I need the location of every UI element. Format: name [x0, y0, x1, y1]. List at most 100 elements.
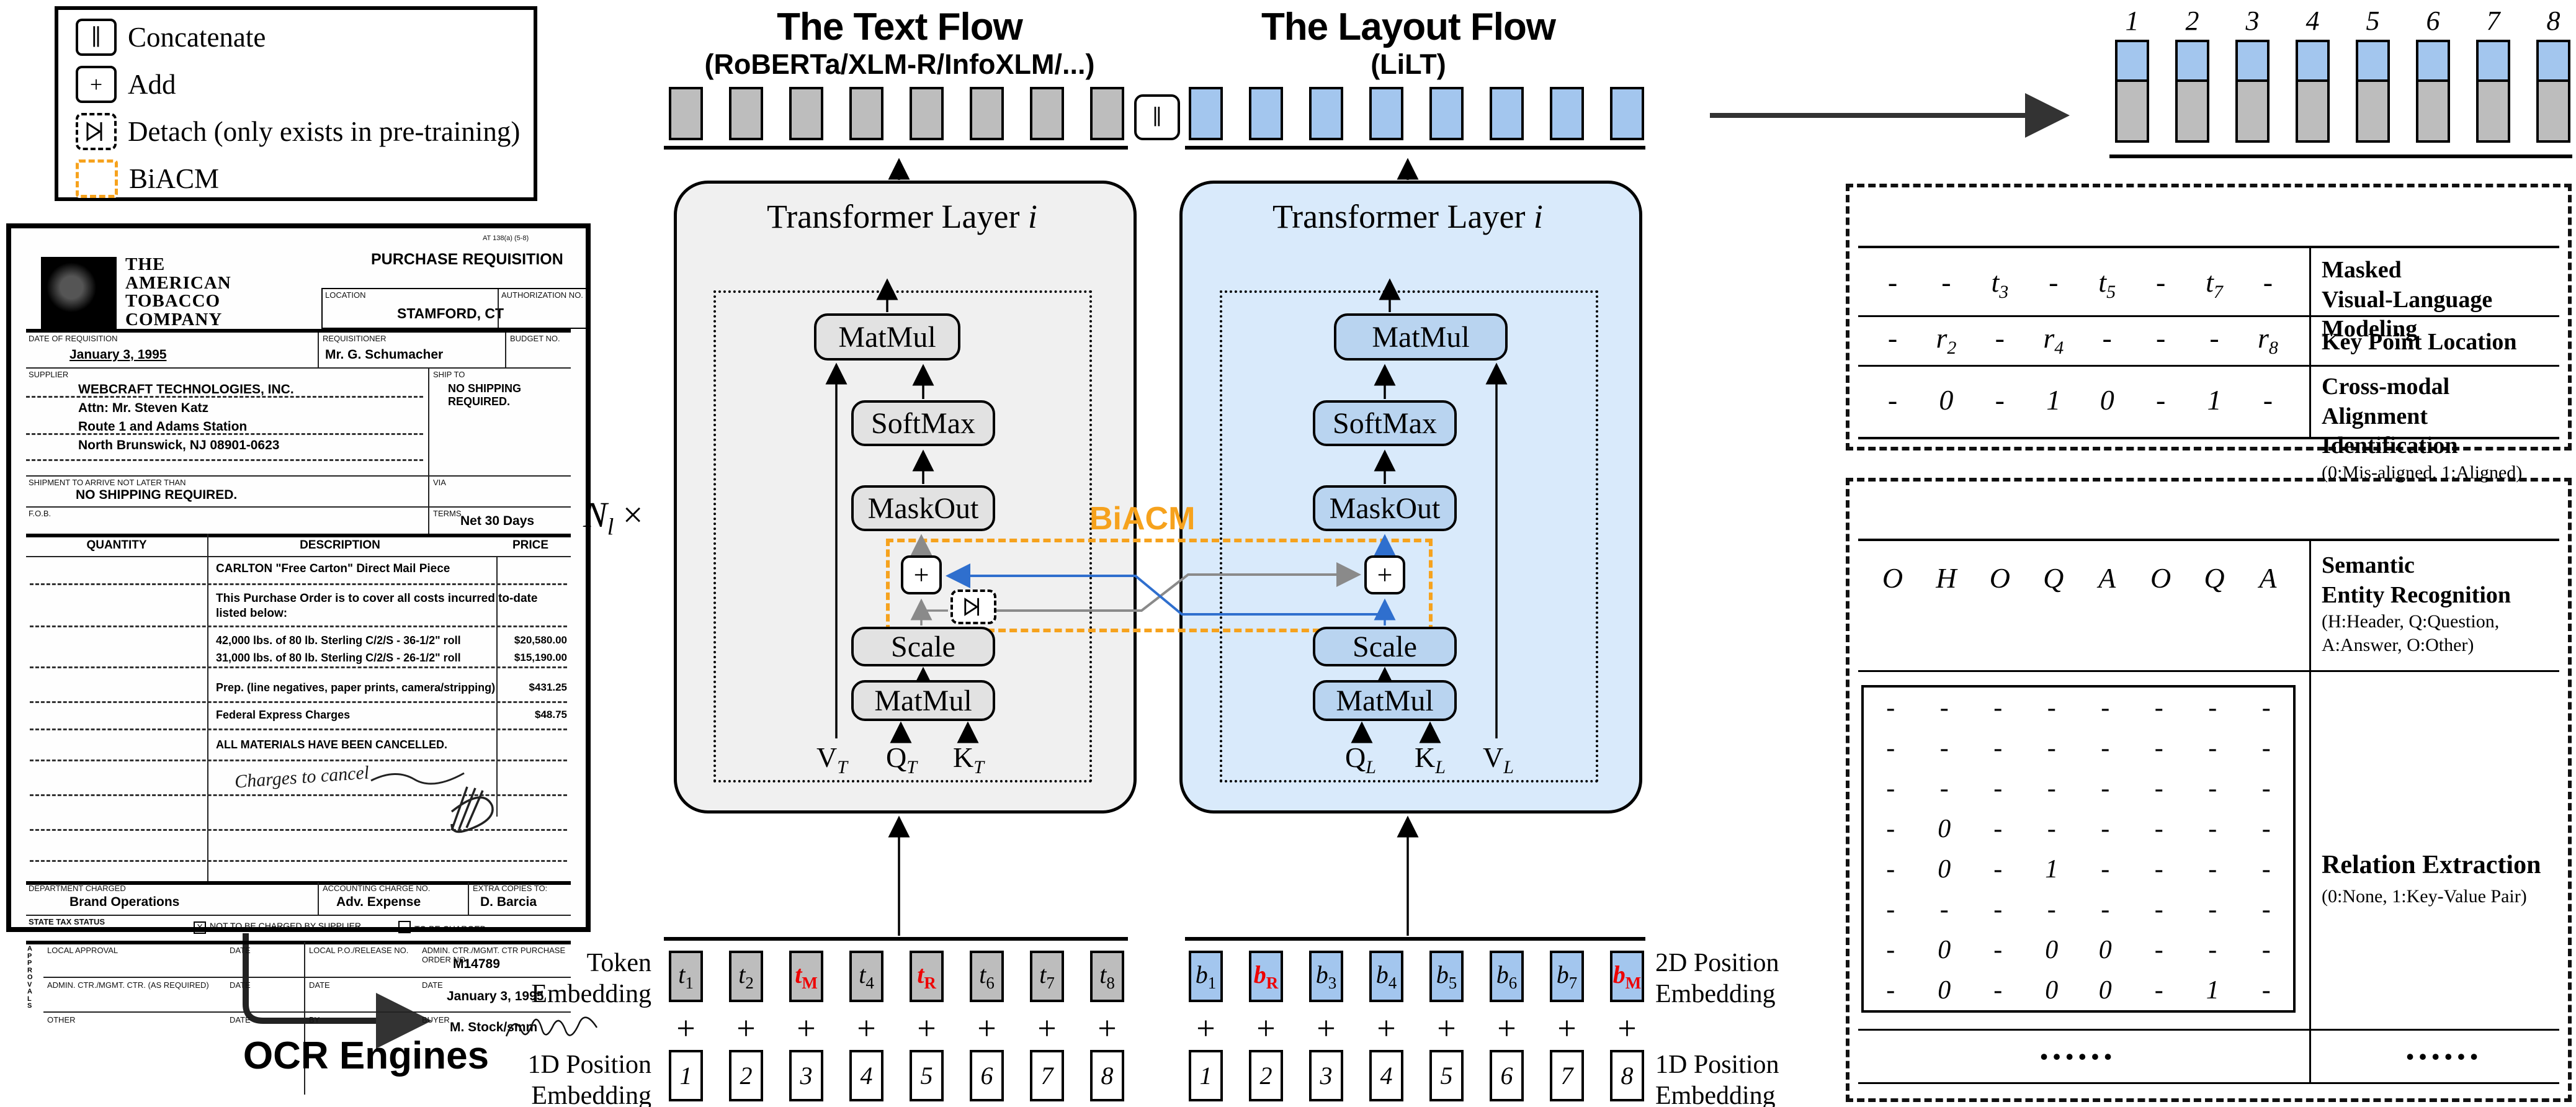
pos1d-box: 7 [1030, 1050, 1064, 1101]
plus-sign: + [1256, 1010, 1276, 1047]
re-cell: 1 [2045, 854, 2059, 884]
text-flow-output-bars [669, 87, 1124, 140]
ser-cell: O [1882, 562, 1903, 594]
token-embedding-box: t2 [729, 951, 763, 1002]
output-index: 4 [2305, 6, 2320, 36]
layout-token-bar [1429, 87, 1464, 140]
doc-buyer-value: M. Stock/smm [450, 1020, 538, 1034]
doc-supplier-block: SUPPLIER WEBCRAFT TECHNOLOGIES, INC. Att… [26, 369, 571, 475]
re-cell: - [2208, 854, 2217, 884]
box2d-embedding-box: bM [1610, 951, 1644, 1002]
plus-sign: + [1317, 1010, 1336, 1047]
biacm-box [886, 539, 1433, 632]
plus-sign: + [1196, 1010, 1215, 1047]
re-cell: 0 [2098, 975, 2112, 1005]
output-stack: 1 [2115, 5, 2149, 143]
kpl-cells: -r2-r4---r8 [1866, 321, 2294, 359]
layout-scale-block: Scale [1313, 627, 1457, 666]
doc-fob-row: F.O.B. TERMS Net 30 Days [26, 508, 571, 534]
mvlm-cell: - [2263, 266, 2273, 298]
doc-handwriting: Charges to cancel [234, 762, 370, 792]
re-cell: - [2101, 854, 2110, 884]
layout-v-input-label: VL [1483, 742, 1514, 778]
doc-location-value: STAMFORD, CT [397, 305, 504, 321]
relation-extraction-matrix: -------------------------0-------0-1----… [1861, 685, 2296, 1013]
re-cell: - [1939, 733, 1949, 763]
text-transformer-title: Transformer Layer i [686, 197, 1118, 236]
plus-row-left: ++++++++ [669, 1009, 1124, 1047]
plus-sign: + [977, 1010, 996, 1047]
plus-sign: + [917, 1010, 936, 1047]
kpl-cell: - [1887, 322, 1898, 354]
concatenate-icon: ∥ [76, 19, 117, 56]
plus-sign: + [736, 1010, 756, 1047]
re-cell: 0 [2098, 935, 2112, 964]
token-embedding-box: t7 [1030, 951, 1064, 1002]
re-cell: - [2154, 895, 2163, 924]
doc-location-box: LOCATION STAMFORD, CT AUTHORIZATION NO. [321, 288, 588, 329]
plus-sign: + [1037, 1010, 1057, 1047]
output-stack: 8 [2536, 5, 2570, 143]
pos1d-box: 6 [970, 1050, 1004, 1101]
legend-box: ∥ Concatenate + Add Detach (only exists … [55, 6, 537, 201]
detach-icon [76, 113, 117, 150]
layout-token-bar [1610, 87, 1644, 140]
text-token-bar [1030, 87, 1064, 140]
doc-arrive-value: NO SHIPPING REQUIRED. [76, 488, 238, 502]
doc-tax-opt2: TO BE CHARGED [398, 921, 486, 934]
layout-flow-output-bars [1189, 87, 1644, 140]
output-index: 2 [2185, 6, 2199, 36]
re-cell: - [1993, 814, 2003, 843]
layout-token-bar [1550, 87, 1584, 140]
text-add-node: + [901, 555, 942, 594]
pos1d-box: 6 [1490, 1050, 1524, 1101]
text-softmax-block: SoftMax [851, 400, 995, 446]
re-cell: - [2101, 693, 2110, 722]
re-cell: - [1993, 854, 2003, 884]
biacm-label: BiACM [1089, 501, 1196, 537]
re-cell: - [2208, 693, 2217, 722]
output-layout-part [2356, 40, 2390, 82]
output-text-part [2476, 82, 2510, 143]
re-cell: - [2208, 733, 2217, 763]
output-index: 5 [2366, 6, 2380, 36]
text-flow-subtitle: (RoBERTa/XLM-R/InfoXLM/...) [704, 48, 1095, 80]
cai-cell: 1 [2046, 384, 2061, 416]
box2d-embedding-row: b1 bR b3 b4 b5 b6 b7 [1189, 951, 1644, 1002]
layout-flow-subtitle: (LiLT) [1371, 48, 1446, 80]
output-layout-part [2416, 40, 2450, 82]
num-layers-base: N [583, 495, 607, 535]
doc-requisitioner-value: Mr. G. Schumacher [325, 347, 444, 362]
re-cell: - [1886, 975, 1895, 1005]
pos1d-box: 1 [1189, 1050, 1223, 1101]
doc-title: PURCHASE REQUISITION [371, 251, 563, 268]
output-stack: 3 [2235, 5, 2270, 143]
legend-item-concatenate: ∥ Concatenate [76, 19, 266, 56]
box2d-embedding-box: b5 [1429, 951, 1464, 1002]
doc-arrive-row: SHIPMENT TO ARRIVE NOT LATER THAN NO SHI… [26, 477, 571, 506]
doc-qty-header: QUANTITY [86, 539, 147, 552]
text-q-input-label: QT [886, 742, 917, 778]
re-cell: - [2261, 774, 2271, 803]
pos1d-box: 5 [910, 1050, 944, 1101]
legend-item-add: + Add [76, 66, 176, 103]
cai-cell: 1 [2207, 384, 2222, 416]
mvlm-cell: t3 [1991, 266, 2009, 303]
output-text-part [2416, 82, 2450, 143]
doc-dept-row: DEPARTMENT CHARGED Brand Operations ACCO… [26, 882, 571, 915]
doc-desc-header: DESCRIPTION [300, 539, 380, 552]
output-layout-part [2476, 40, 2510, 82]
re-cell: 0 [2045, 975, 2059, 1005]
re-cell: - [2154, 854, 2163, 884]
re-cell: - [1939, 895, 1949, 924]
output-layout-part [2296, 40, 2330, 82]
output-text-part [2175, 82, 2209, 143]
doc-date-value: January 3, 1995 [69, 347, 167, 362]
output-layout-part [2235, 40, 2270, 82]
